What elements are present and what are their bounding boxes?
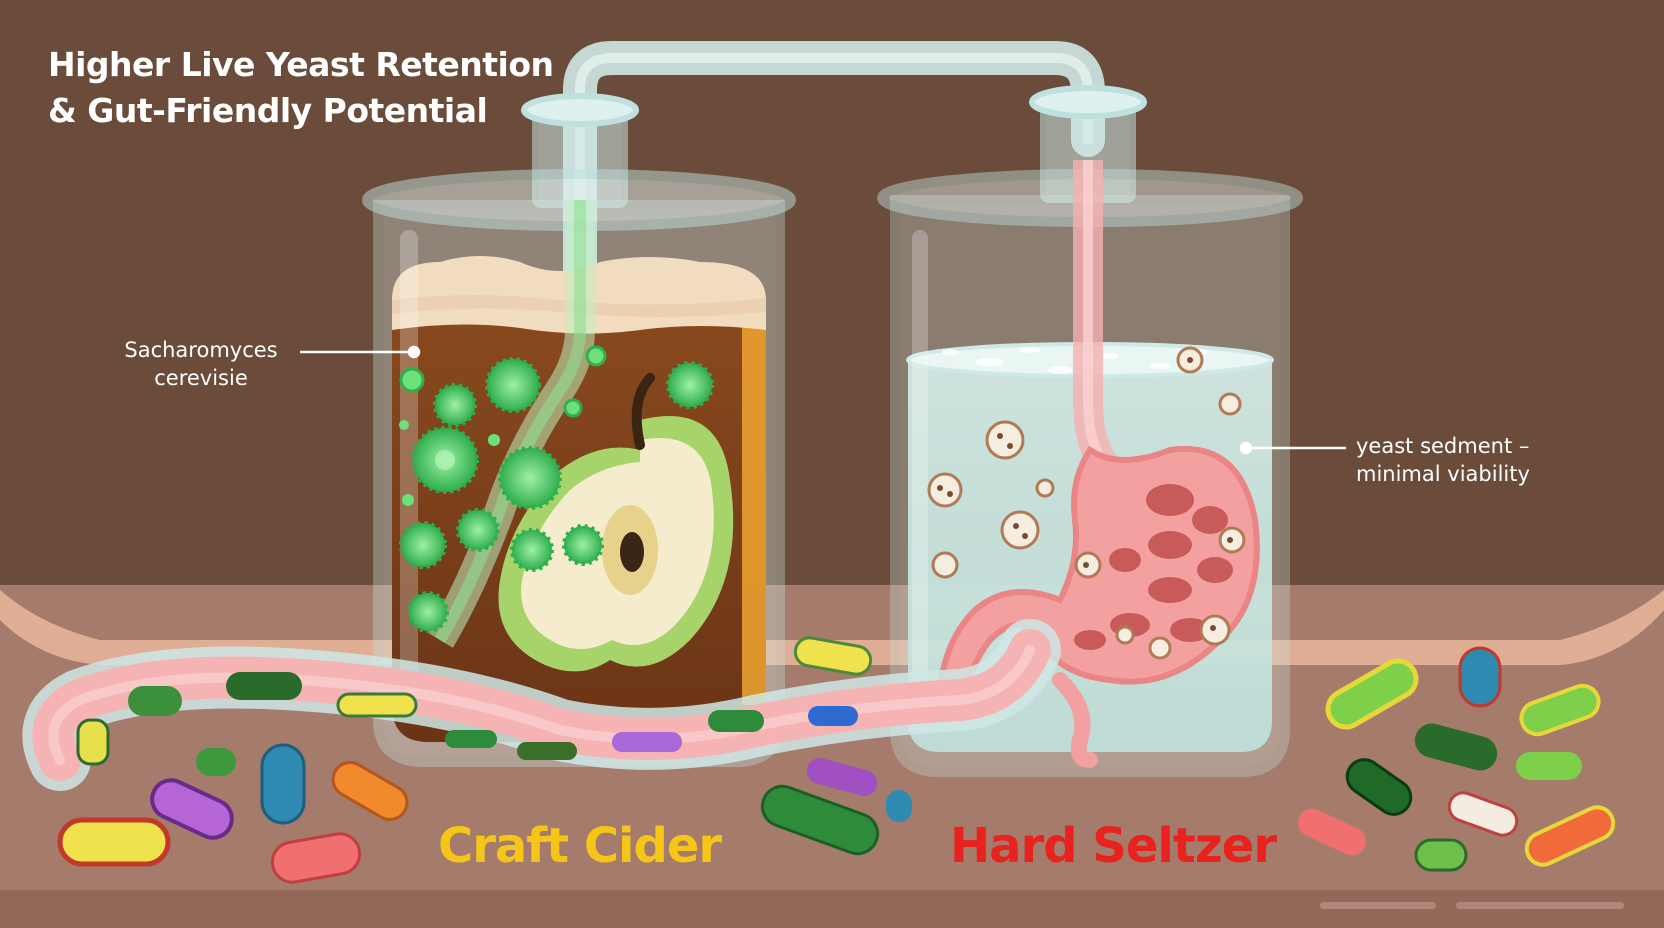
sediment-callout-label: yeast sedment – minimal viability <box>1356 432 1556 488</box>
bacteria-icon <box>57 636 1616 884</box>
title-line-2: & Gut-Friendly Potential <box>48 91 488 130</box>
cider-beaker <box>362 93 796 767</box>
connecting-tube <box>563 41 1105 287</box>
sediment-label-line-2: minimal viability <box>1356 462 1530 486</box>
seltzer-beaker <box>877 85 1303 777</box>
diagram-title: Higher Live Yeast Retention & Gut-Friend… <box>48 42 554 134</box>
yeast-cell-icon <box>399 345 714 633</box>
bacteria-icon <box>76 672 858 766</box>
sediment-label-line-1: yeast sedment – <box>1356 434 1530 458</box>
callout-lines <box>300 345 1346 455</box>
yeast-label-line-2: cerevisie <box>154 366 248 390</box>
surface-bubbles <box>942 347 1208 374</box>
yeast-callout-label: Sacharomyces cerevisie <box>96 336 306 392</box>
seltzer-label: Hard Seltzer <box>950 818 1277 874</box>
yeast-label-line-1: Sacharomyces <box>124 338 278 362</box>
footer-watermark <box>1320 902 1624 909</box>
title-line-1: Higher Live Yeast Retention <box>48 45 554 84</box>
table-surface <box>0 585 1664 928</box>
intestine-tube-icon <box>22 619 1061 791</box>
cider-label: Craft Cider <box>438 818 722 874</box>
